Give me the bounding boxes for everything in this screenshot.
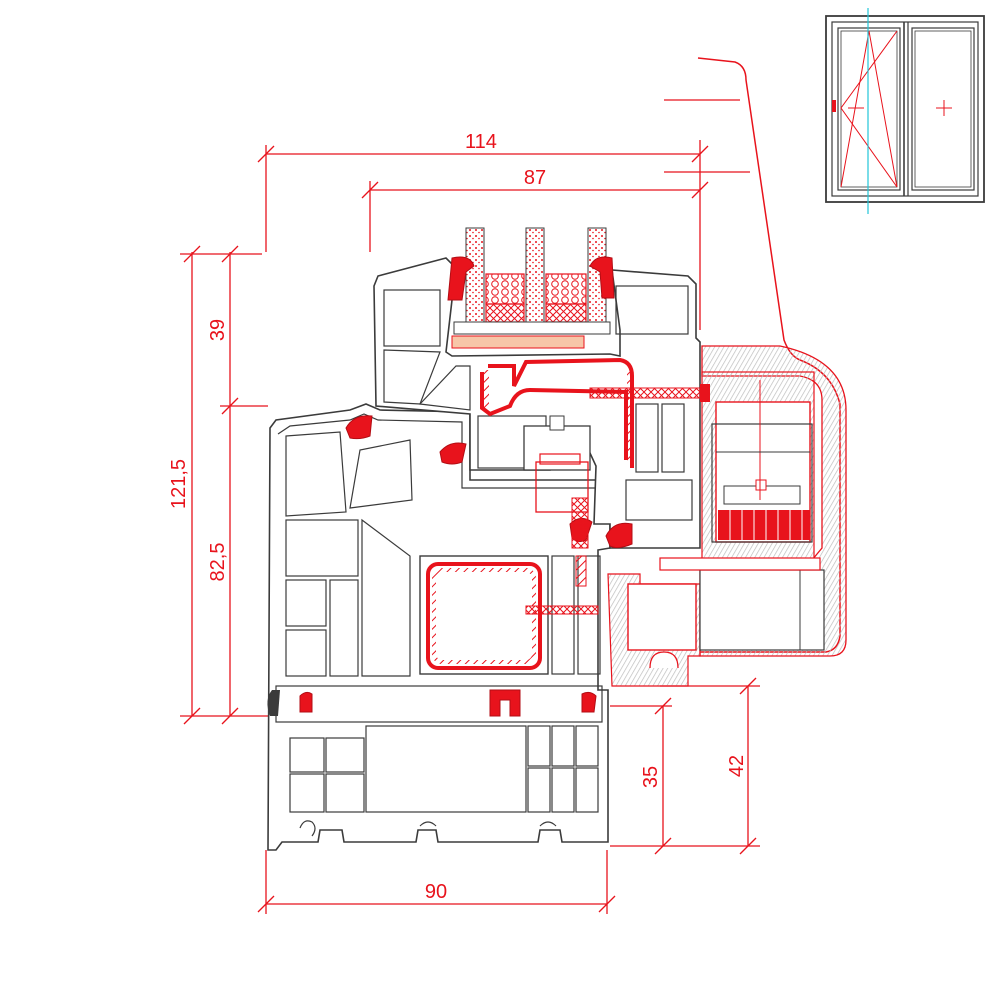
roller-casing bbox=[701, 371, 815, 561]
triple-glazing bbox=[451, 227, 611, 349]
dim-90: 90 bbox=[425, 881, 447, 903]
dimension-labels: 114 87 39 121,5 82,5 35 42 90 bbox=[168, 131, 748, 903]
sill-block bbox=[607, 557, 825, 687]
dim-35: 35 bbox=[640, 766, 662, 788]
dim-114: 114 bbox=[465, 131, 497, 153]
fixing-screws bbox=[525, 384, 710, 615]
dim-39: 39 bbox=[207, 319, 229, 341]
dim-82-5: 82,5 bbox=[207, 543, 229, 582]
dim-42: 42 bbox=[726, 755, 748, 777]
dimension-lines bbox=[180, 99, 760, 914]
tilt-turn-window-icon bbox=[825, 8, 985, 214]
frame-profile bbox=[267, 403, 611, 851]
dim-87: 87 bbox=[524, 167, 546, 189]
sash-profile bbox=[373, 257, 701, 549]
dim-121-5: 121,5 bbox=[168, 459, 190, 509]
